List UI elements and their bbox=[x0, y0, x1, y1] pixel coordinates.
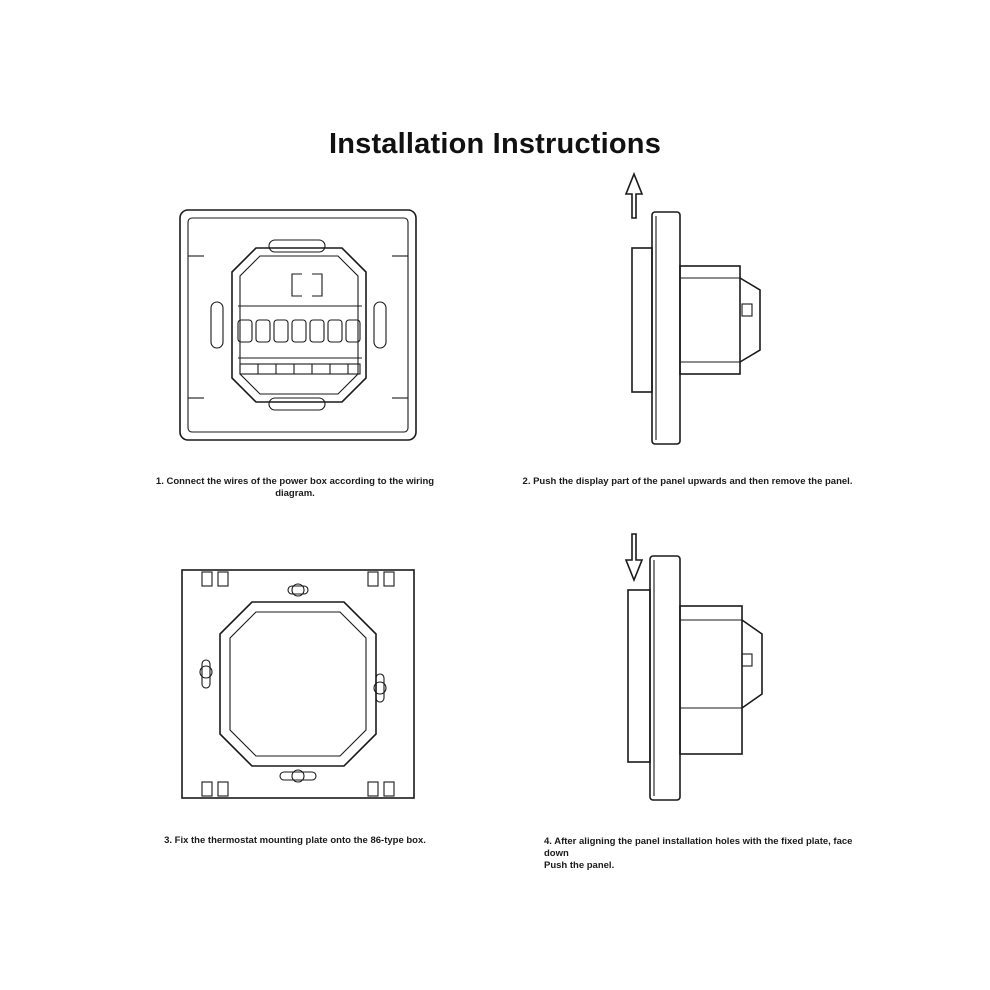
step-4-caption-line2: Push the panel. bbox=[544, 860, 615, 871]
step-1-diagram bbox=[179, 209, 417, 441]
step-4-caption: 4. After aligning the panel installation… bbox=[544, 836, 864, 872]
step-2-caption: 2. Push the display part of the panel up… bbox=[522, 476, 853, 487]
step-2-diagram bbox=[624, 171, 761, 445]
page-title: Installation Instructions bbox=[328, 128, 662, 160]
step-4-diagram bbox=[624, 533, 763, 801]
step-4-caption-line1: 4. After aligning the panel installation… bbox=[544, 836, 853, 859]
step-1-caption: 1. Connect the wires of the power box ac… bbox=[155, 476, 435, 499]
step-3-diagram bbox=[181, 569, 415, 799]
step-3-caption: 3. Fix the thermostat mounting plate ont… bbox=[164, 835, 426, 846]
